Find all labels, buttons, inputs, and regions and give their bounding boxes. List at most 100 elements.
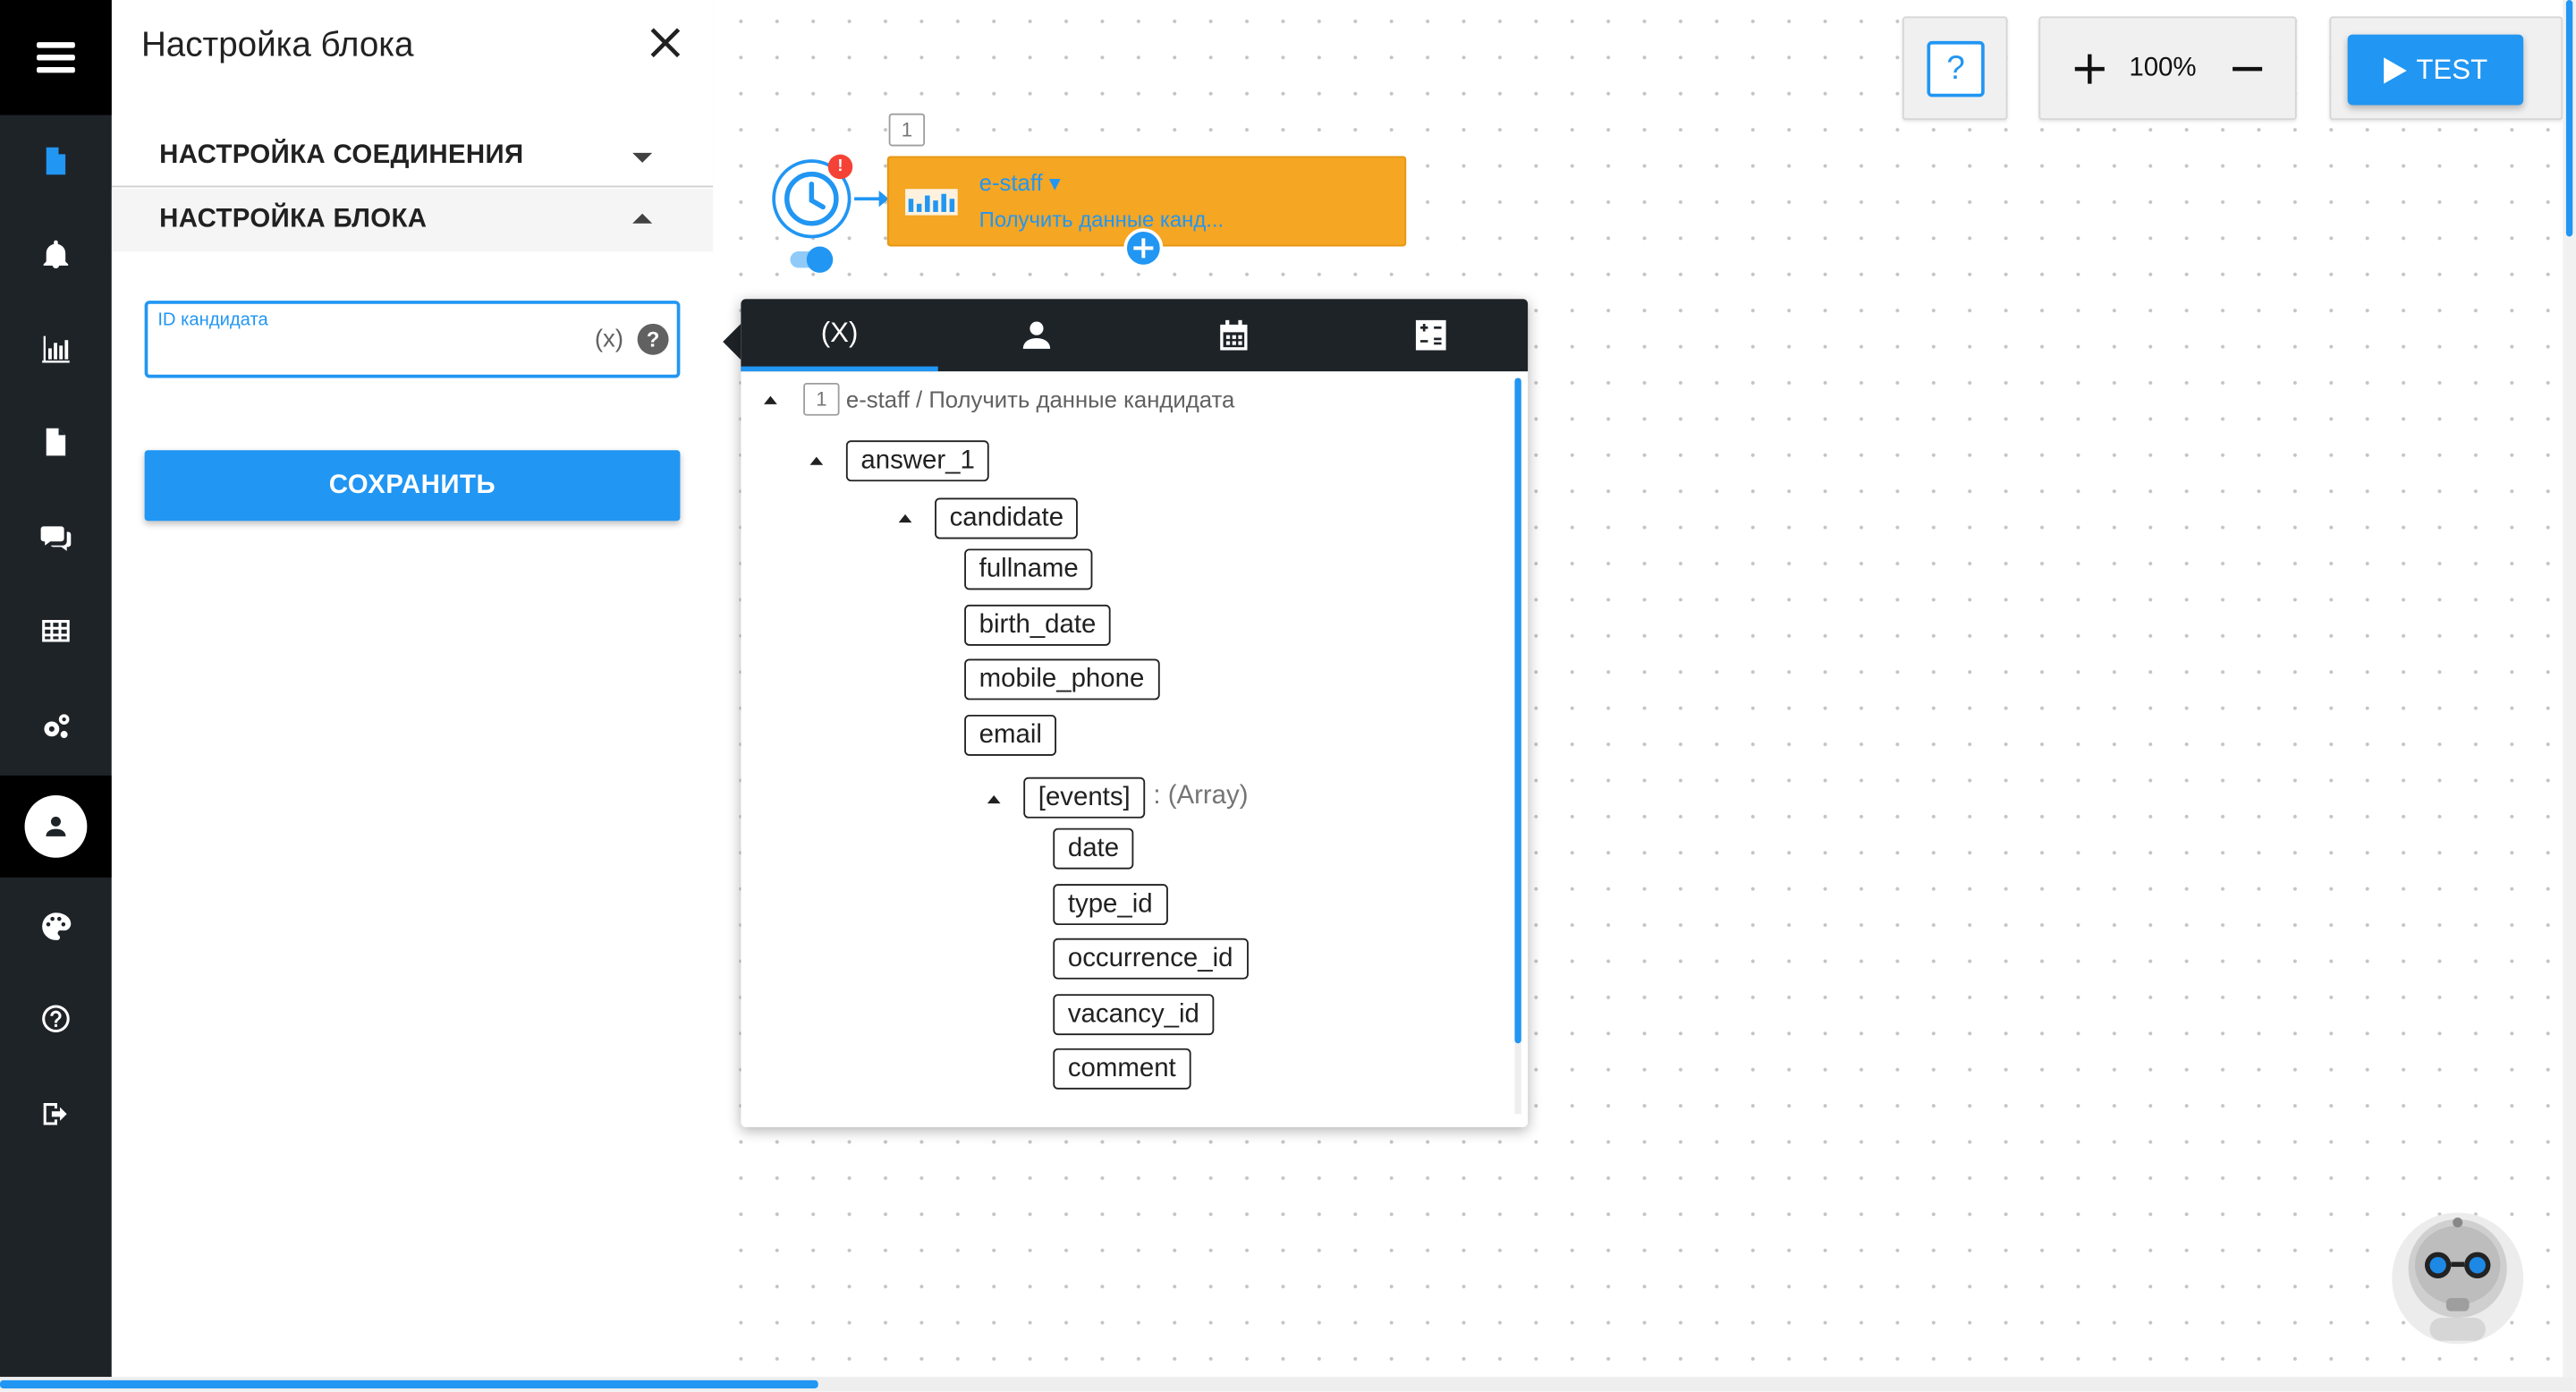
variable-chip[interactable]: type_id (1053, 884, 1168, 926)
source-number-badge: 1 (803, 382, 840, 416)
clock-icon (784, 171, 839, 226)
zoom-toolbar: 100% (2038, 16, 2297, 121)
minus-icon (2233, 66, 2263, 72)
connector-line (854, 197, 885, 201)
accordion-label: НАСТРОЙКА СОЕДИНЕНИЯ (159, 140, 524, 169)
robot-icon (2392, 1212, 2524, 1345)
popup-scrollbar[interactable] (1514, 378, 1521, 1044)
panel-body: ID кандидата (x) ? СОХРАНИТЬ (111, 251, 714, 1378)
collapse-caret-icon[interactable] (764, 395, 777, 404)
rail-item-notifications[interactable] (0, 208, 112, 301)
plus-icon (1133, 238, 1154, 259)
source-path: e-staff / Получить данные кандидата (845, 386, 1235, 413)
calendar-icon (1220, 319, 1248, 351)
variable-chip[interactable]: comment (1053, 1048, 1191, 1090)
candidate-id-label: ID кандидата (157, 310, 268, 331)
rail-item-dashboard[interactable] (0, 879, 112, 972)
calculator-icon (1415, 319, 1446, 351)
collapse-caret-icon[interactable] (898, 514, 912, 523)
zoom-in-button[interactable] (2067, 46, 2113, 91)
page-scrollbar[interactable] (2565, 0, 2573, 237)
test-button[interactable]: TEST (2347, 34, 2524, 106)
variable-chip[interactable]: mobile_phone (964, 658, 1159, 700)
page-scrollbar-track (2563, 0, 2576, 1378)
table-icon (42, 620, 70, 642)
menu-button[interactable] (0, 0, 112, 115)
chevron-up-icon (632, 213, 653, 224)
variable-chip[interactable]: date (1053, 828, 1134, 870)
palette-icon (42, 912, 72, 940)
candidate-id-input[interactable] (157, 336, 569, 370)
person-icon (1022, 321, 1051, 349)
tab-variables[interactable]: (X) (741, 299, 938, 372)
accordion-block-settings[interactable]: НАСТРОЙКА БЛОКА (111, 189, 714, 252)
toggle-knob (806, 246, 834, 273)
zoom-level: 100% (2129, 54, 2197, 82)
tab-calculator[interactable] (1333, 299, 1530, 371)
test-toolbar: TEST (2329, 16, 2563, 121)
logout-icon (43, 1103, 67, 1125)
variable-chip[interactable]: [events] (1023, 777, 1146, 819)
horizontal-scrollbar[interactable] (0, 1379, 818, 1389)
variable-chip[interactable]: email (964, 714, 1057, 756)
variable-type: : (Array) (1153, 782, 1249, 811)
popup-tabs: (X) (741, 299, 1530, 372)
variables-popup: (X) 1 e-staff / Получить данные кандидат… (741, 299, 1530, 1127)
accordion-label: НАСТРОЙКА БЛОКА (159, 205, 428, 233)
play-icon (2383, 56, 2407, 83)
rail-item-tables[interactable] (0, 585, 112, 677)
help-button[interactable]: ? (1927, 40, 1985, 98)
document-icon (46, 147, 66, 175)
close-icon (650, 28, 681, 58)
rail-item-logout[interactable] (0, 1068, 112, 1160)
accordion-connection-settings[interactable]: НАСТРОЙКА СОЕДИНЕНИЯ (111, 125, 714, 188)
chat-icon (40, 526, 72, 551)
rail-item-files[interactable] (0, 396, 112, 488)
rail-item-help[interactable] (0, 972, 112, 1065)
alert-badge: ! (827, 154, 853, 180)
bell-icon (43, 240, 69, 268)
gears-icon (44, 714, 70, 738)
estaff-logo-icon (905, 189, 958, 216)
assistant-robot[interactable] (2390, 1200, 2525, 1347)
zoom-out-button[interactable] (2224, 46, 2270, 91)
block-settings-panel: Настройка блока НАСТРОЙКА СОЕДИНЕНИЯ НАС… (111, 0, 714, 1378)
variable-chip[interactable]: fullname (964, 548, 1094, 590)
add-next-block-button[interactable] (1123, 228, 1164, 268)
file-icon (46, 428, 66, 456)
rail-item-scenarios[interactable] (0, 115, 112, 208)
variable-chip[interactable]: birth_date (964, 604, 1111, 646)
menu-icon (37, 42, 75, 73)
avatar (24, 794, 88, 858)
node-title: e-staff ▾ (979, 169, 1061, 196)
collapse-caret-icon[interactable] (809, 456, 824, 465)
variables-icon: (X) (820, 316, 859, 348)
candidate-id-field: ID кандидата (x) ? (144, 301, 681, 378)
collapse-caret-icon[interactable] (987, 794, 1001, 804)
test-label: TEST (2416, 53, 2488, 85)
field-help-icon[interactable]: ? (637, 323, 669, 355)
estaff-action-node[interactable]: e-staff ▾ Получить данные канд... (886, 156, 1407, 247)
variable-chip[interactable]: occurrence_id (1053, 938, 1248, 980)
panel-title: Настройка блока (140, 26, 414, 64)
rail-item-chat[interactable] (0, 491, 112, 583)
close-panel-button[interactable] (646, 23, 685, 63)
popup-pointer (723, 323, 741, 361)
node-number-badge: 1 (888, 113, 926, 147)
flow-canvas[interactable]: ? 100% TEST 1 ! (713, 0, 2563, 1378)
insert-variable-button[interactable]: (x) (594, 325, 624, 353)
rail-item-profile[interactable] (0, 775, 112, 878)
icon-rail (0, 0, 112, 1378)
variable-chip[interactable]: candidate (935, 497, 1079, 539)
variable-chip[interactable]: answer_1 (845, 440, 990, 482)
save-button[interactable]: СОХРАНИТЬ (144, 450, 681, 522)
tab-calendar[interactable] (1135, 299, 1332, 371)
chevron-down-icon (632, 152, 653, 163)
tab-person[interactable] (938, 299, 1135, 371)
plus-icon (2074, 54, 2105, 84)
rail-item-integrations[interactable] (0, 680, 112, 772)
help-toolbar: ? (1902, 16, 2008, 121)
variable-chip[interactable]: vacancy_id (1053, 994, 1215, 1036)
node-subtitle: Получить данные канд... (979, 207, 1224, 232)
rail-item-statistics[interactable] (0, 302, 112, 395)
